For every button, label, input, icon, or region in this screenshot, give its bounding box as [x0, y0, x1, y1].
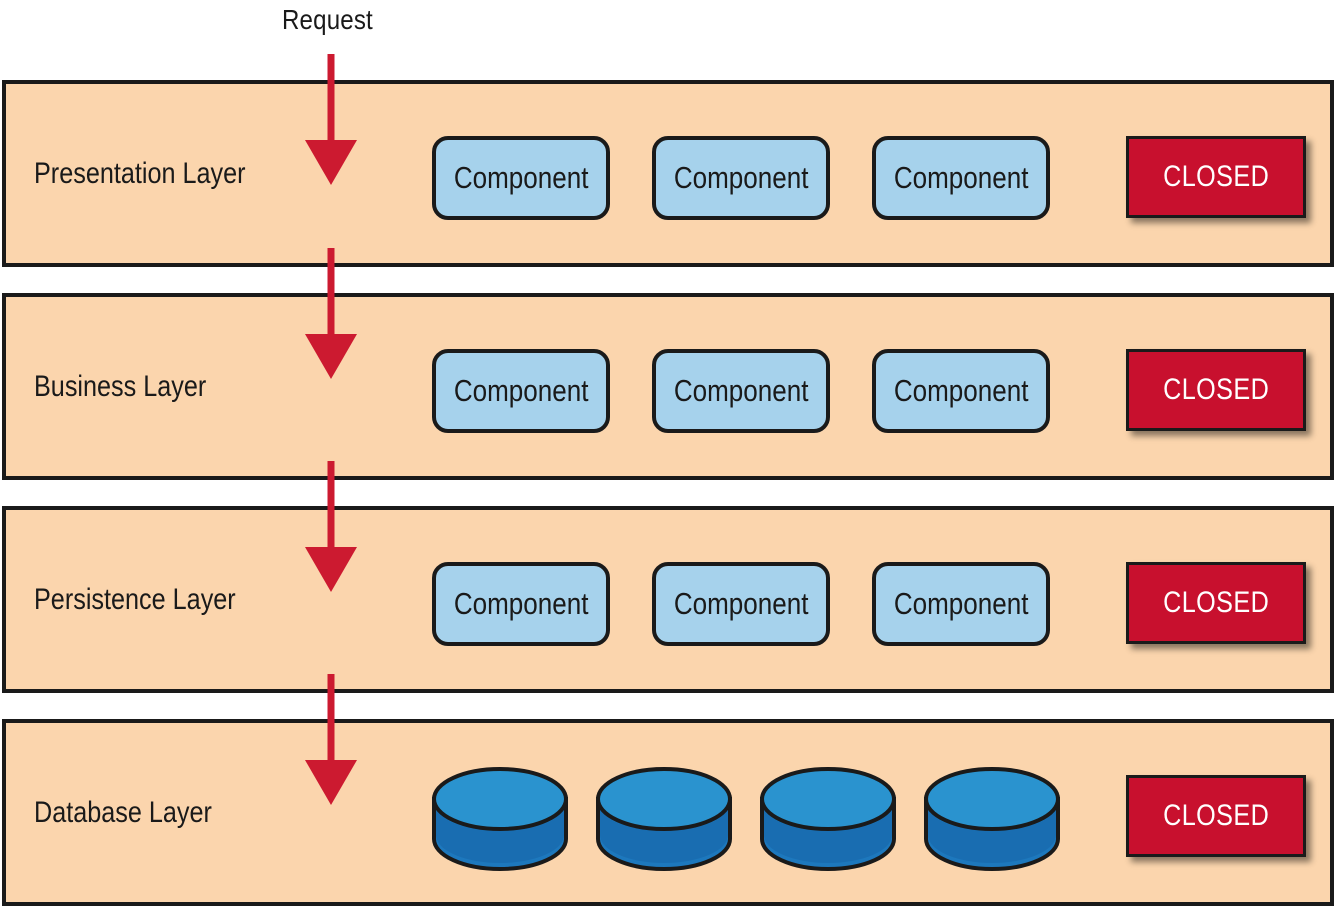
component-box: Component: [872, 562, 1050, 646]
layer-persistence: Persistence Layer Component Component Co…: [2, 506, 1334, 693]
component-box: Component: [652, 349, 830, 433]
closed-badge: CLOSED: [1126, 775, 1306, 857]
component-box: Component: [872, 349, 1050, 433]
closed-badge: CLOSED: [1126, 136, 1306, 218]
database-icon: [432, 767, 568, 871]
component-box: Component: [432, 349, 610, 433]
layer-database: Database Layer CLOSED: [2, 719, 1334, 906]
layer-presentation: Presentation Layer Component Component C…: [2, 80, 1334, 267]
layer-business: Business Layer Component Component Compo…: [2, 293, 1334, 480]
closed-badge: CLOSED: [1126, 562, 1306, 644]
database-icon: [924, 767, 1060, 871]
layer-label: Presentation Layer: [34, 156, 246, 190]
component-box: Component: [432, 136, 610, 220]
database-icon: [760, 767, 896, 871]
layer-label: Persistence Layer: [34, 582, 236, 616]
component-box: Component: [652, 136, 830, 220]
component-box: Component: [872, 136, 1050, 220]
database-icon: [596, 767, 732, 871]
component-box: Component: [432, 562, 610, 646]
layer-label: Database Layer: [34, 795, 212, 829]
request-label: Request: [282, 4, 373, 35]
closed-badge: CLOSED: [1126, 349, 1306, 431]
layer-label: Business Layer: [34, 369, 207, 403]
component-box: Component: [652, 562, 830, 646]
